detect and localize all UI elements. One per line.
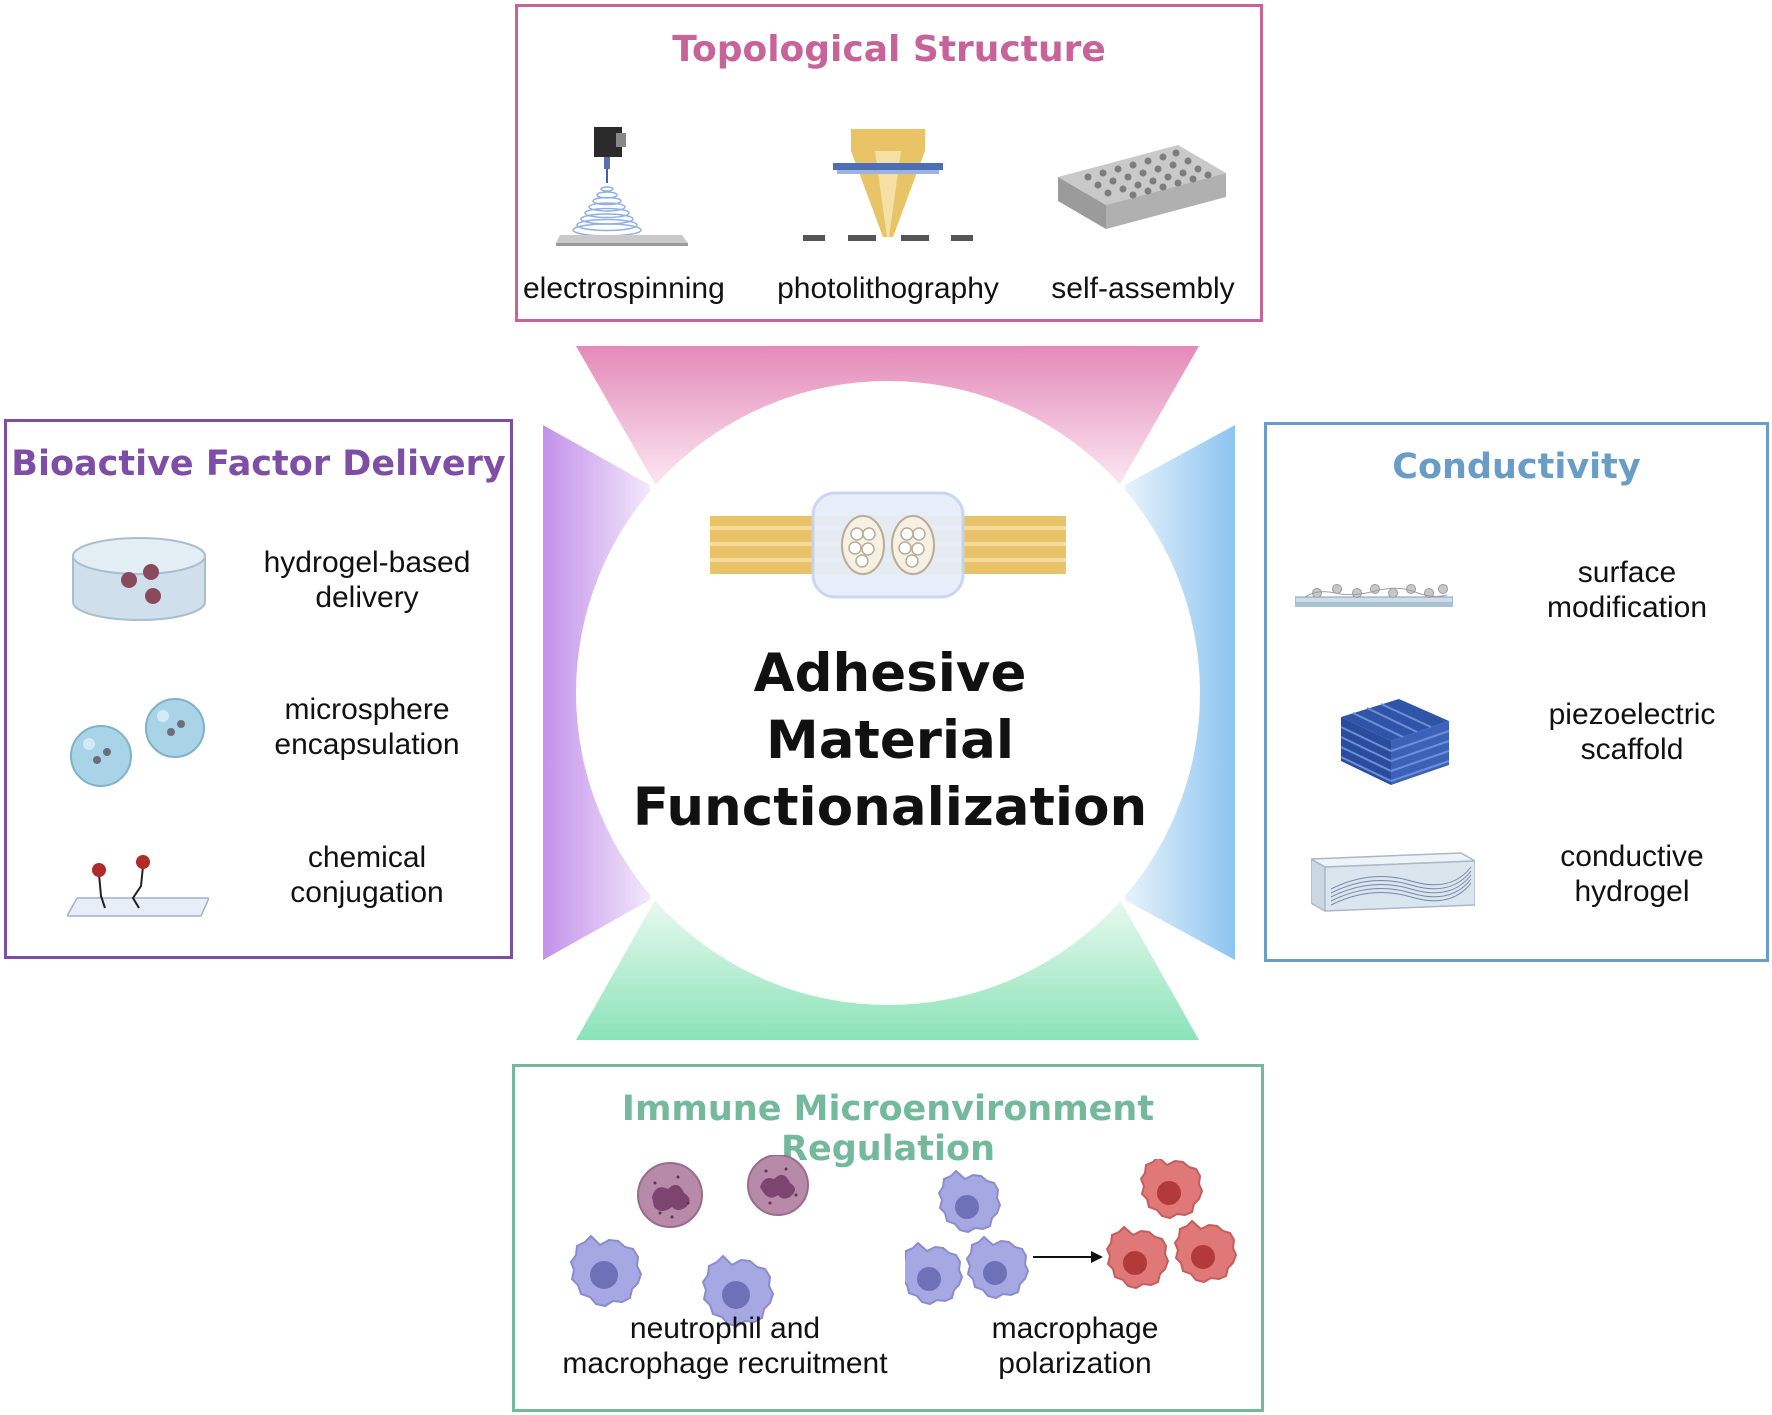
hydrogel-label-line2: delivery [315, 581, 419, 614]
electrospinning-icon [556, 127, 688, 246]
hydrogel-disc-icon [72, 537, 206, 621]
m1-macrophage-cluster [1105, 1159, 1238, 1290]
center-title-line1: Adhesive [753, 643, 1027, 704]
arrow-right-icon [1033, 1251, 1103, 1263]
bioactive-factor-delivery-title: Bioactive Factor Delivery [11, 444, 506, 484]
macrophage-polarization-label: macrophage polarization [955, 1311, 1195, 1381]
macrophage-cell-1 [569, 1234, 643, 1308]
electrospinning-label: electrospinning [523, 272, 725, 305]
conductive-label-line1: conductive [1560, 840, 1704, 873]
center-title-line2: Material [765, 710, 1015, 771]
nerve-conduit-icon [710, 491, 1066, 599]
neutrophil-cell-1 [637, 1162, 703, 1228]
topological-structure-title: Topological Structure [672, 29, 1106, 70]
microspheres-icon [70, 698, 205, 787]
surface-modification-icon [1295, 584, 1453, 607]
conductive-hydrogel-icon [1311, 852, 1475, 913]
self-assembly-icon [1058, 145, 1226, 229]
polarization-label-line2: polarization [998, 1347, 1152, 1380]
piezoelectric-scaffold-label: piezoelectric scaffold [1507, 697, 1757, 767]
m0-macrophage-cluster [905, 1169, 1030, 1306]
conductivity-title: Conductivity [1392, 447, 1641, 487]
conductivity-panel: Conductivity surface modification [1264, 422, 1769, 962]
piezoelectric-scaffold-icon [1340, 699, 1450, 785]
self-assembly-label: self-assembly [1051, 272, 1235, 305]
piezoelectric-label-line1: piezoelectric [1548, 698, 1716, 731]
photolithography-label: photolithography [777, 272, 999, 305]
polarization-label-line1: macrophage [991, 1312, 1159, 1345]
recruitment-label-line1: neutrophil and [629, 1312, 821, 1345]
surface-modification-label: surface modification [1507, 555, 1747, 625]
bioactive-factor-delivery-panel: Bioactive Factor Delivery hydrogel-based… [4, 419, 513, 959]
photolithography-icon [803, 129, 973, 241]
chemical-label-line1: chemical [307, 841, 427, 874]
macrophage-cell-2 [701, 1254, 775, 1328]
hydrogel-label-line1: hydrogel-based [263, 546, 471, 579]
hydrogel-based-delivery-label: hydrogel-based delivery [242, 545, 492, 615]
conductive-label-line2: hydrogel [1574, 875, 1690, 908]
topological-structure-panel: Topological Structure [515, 4, 1263, 322]
neutrophil-cell-2 [747, 1155, 809, 1216]
recruitment-label-line2: macrophage recruitment [562, 1347, 888, 1380]
macrophage-polarization-icon [905, 1159, 1238, 1306]
chemical-conjugation-icon [67, 855, 209, 917]
surface-label-line2: modification [1546, 591, 1708, 624]
microsphere-label-line2: encapsulation [274, 728, 460, 761]
center-title: Adhesive Material Functionalization [600, 640, 1180, 841]
immune-microenvironment-title: Immune Microenvironment Regulation [621, 1089, 1155, 1169]
chemical-conjugation-label: chemical conjugation [242, 840, 492, 910]
center-title-line3: Functionalization [632, 777, 1148, 838]
surface-label-line1: surface [1577, 556, 1677, 589]
piezoelectric-label-line2: scaffold [1580, 733, 1684, 766]
immune-cell-recruitment-icon [569, 1155, 809, 1328]
immune-microenvironment-panel: Immune Microenvironment Regulation [512, 1064, 1264, 1412]
chemical-label-line2: conjugation [290, 876, 444, 909]
neutrophil-macrophage-recruitment-label: neutrophil and macrophage recruitment [535, 1311, 915, 1381]
microsphere-label-line1: microsphere [284, 693, 450, 726]
microsphere-encapsulation-label: microsphere encapsulation [242, 692, 492, 762]
conductive-hydrogel-label: conductive hydrogel [1507, 839, 1757, 909]
